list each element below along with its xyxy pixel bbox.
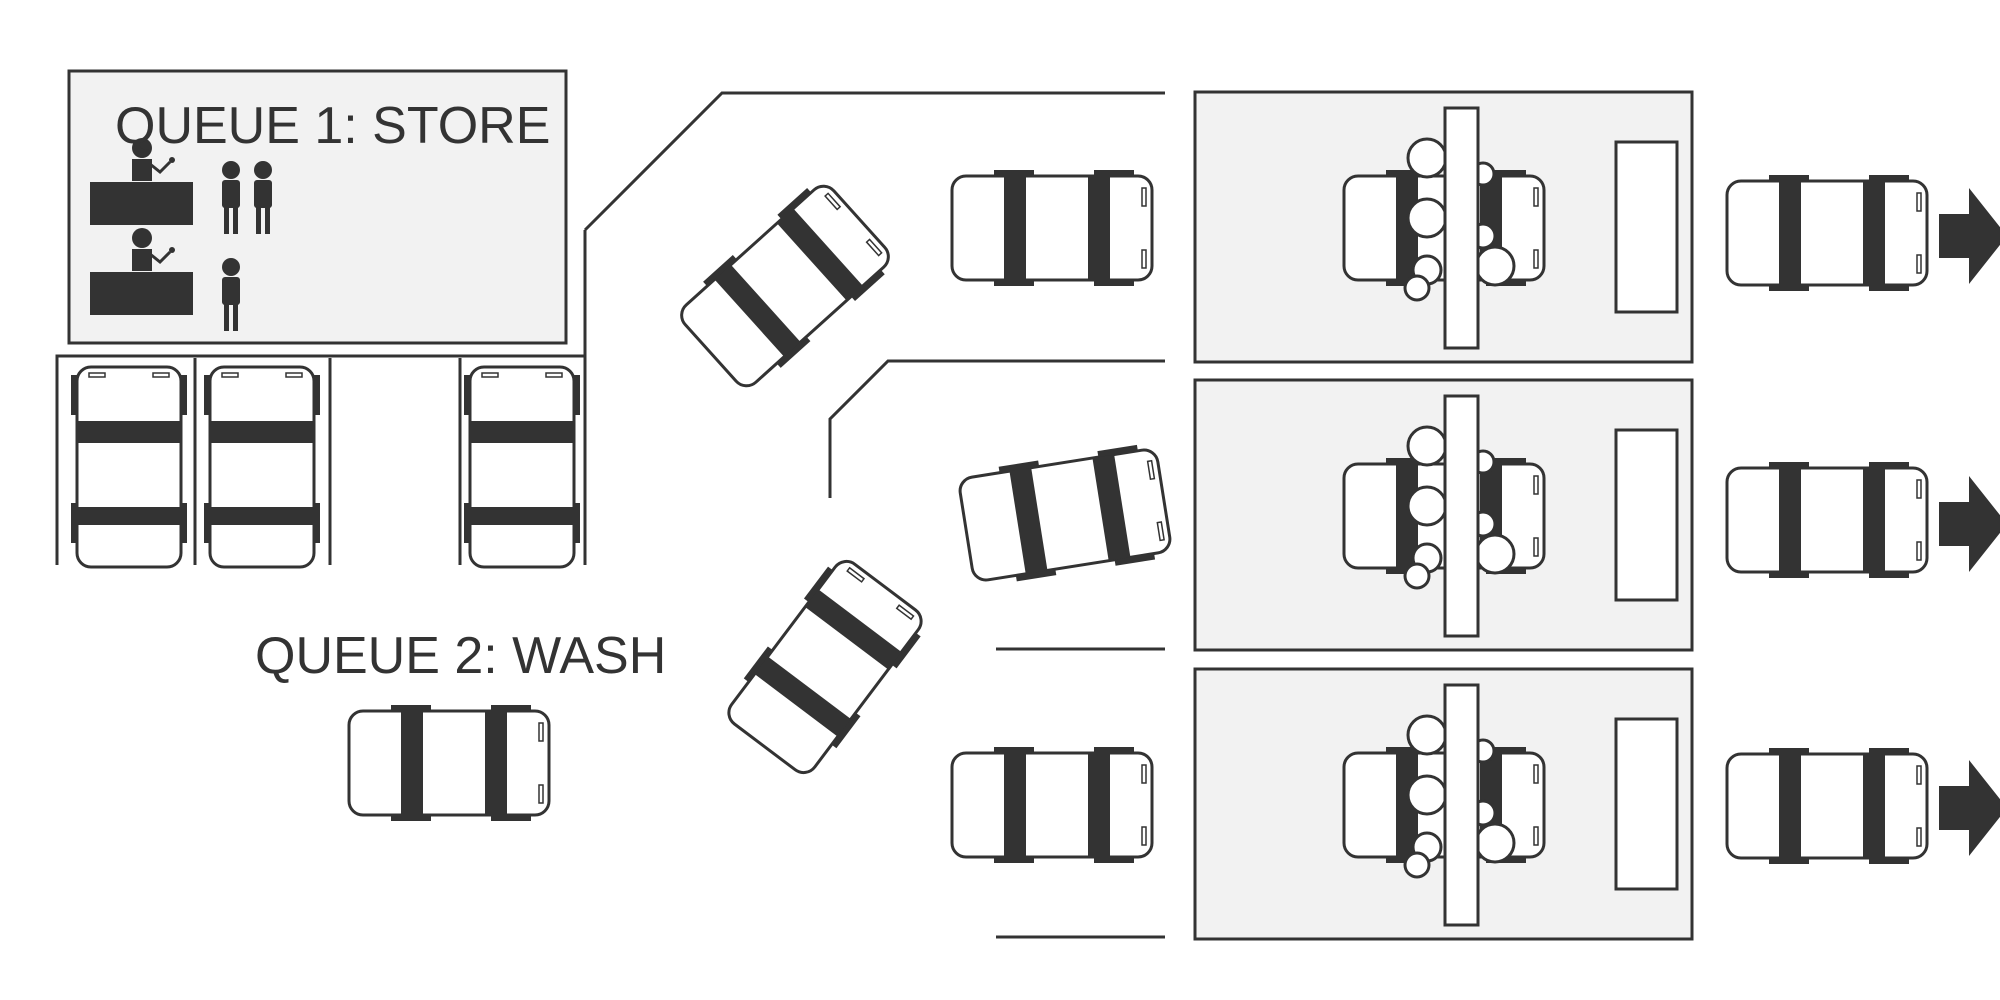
car-icon xyxy=(950,745,1154,865)
dryer-icon xyxy=(1614,717,1679,891)
car-icon xyxy=(1725,173,1929,293)
car-icon xyxy=(347,703,551,823)
car-icon xyxy=(462,365,582,569)
car-icon xyxy=(670,174,900,398)
exit-arrow-icon xyxy=(1939,476,2000,572)
dryer-icon xyxy=(1614,140,1679,314)
car-icon xyxy=(1725,460,1929,580)
car-icon xyxy=(716,550,934,784)
car-icon xyxy=(955,440,1175,590)
car-icon xyxy=(69,365,189,569)
dryer-icon xyxy=(1614,428,1679,602)
car-icon xyxy=(1725,746,1929,866)
exit-arrow-icon xyxy=(1939,760,2000,856)
car-icon xyxy=(202,365,322,569)
wash-queue-title: QUEUE 2: WASH xyxy=(255,627,667,685)
parking-lot xyxy=(55,91,1165,565)
car-icon xyxy=(950,168,1154,288)
lane-dividers xyxy=(828,359,1165,939)
store-queue-title: QUEUE 1: STORE xyxy=(115,97,551,155)
exit-arrow-icon xyxy=(1939,188,2000,284)
